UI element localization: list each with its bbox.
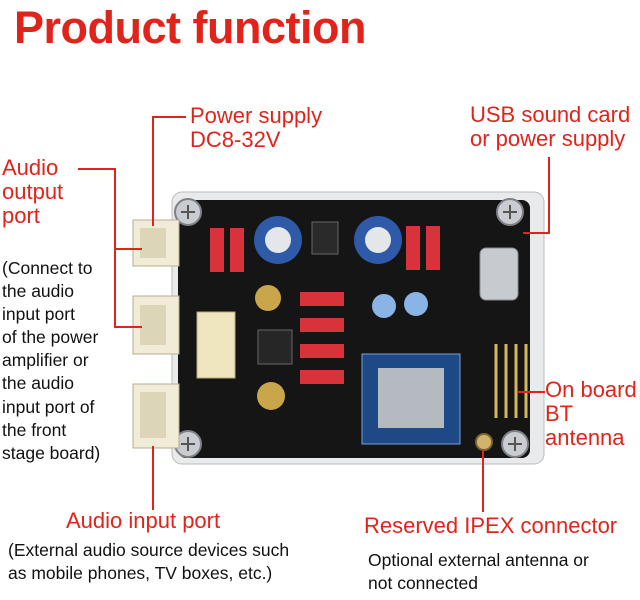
audio-output-connectors bbox=[132, 219, 180, 355]
voltage-regulator bbox=[311, 221, 339, 255]
page-title: Product function bbox=[14, 2, 366, 53]
film-capacitors bbox=[210, 226, 440, 384]
ipex-description: Optional external antenna or not connect… bbox=[368, 550, 589, 594]
power-supply-label: Power supply DC8-32V bbox=[190, 103, 323, 152]
usb-label: USB sound card or power supply bbox=[470, 102, 631, 151]
dac-chip bbox=[257, 329, 293, 365]
audio-input-connector bbox=[132, 383, 180, 449]
mounting-screws bbox=[174, 198, 529, 458]
usb-c-connector bbox=[479, 247, 519, 301]
electrolytic-capacitors bbox=[254, 216, 428, 410]
audio-input-description: (External audio source devices such as m… bbox=[8, 540, 290, 584]
audio-output-label: Audio output port bbox=[2, 155, 64, 228]
ipex-label: Reserved IPEX connector bbox=[364, 513, 618, 538]
bt-antenna-label: On board BT antenna bbox=[545, 377, 637, 450]
relay bbox=[196, 311, 236, 379]
audio-input-label: Audio input port bbox=[66, 508, 221, 533]
ipex-connector bbox=[475, 433, 493, 451]
bt-antenna-trace bbox=[494, 344, 528, 418]
audio-output-description: (Connect to the audio input port of the … bbox=[2, 258, 101, 463]
